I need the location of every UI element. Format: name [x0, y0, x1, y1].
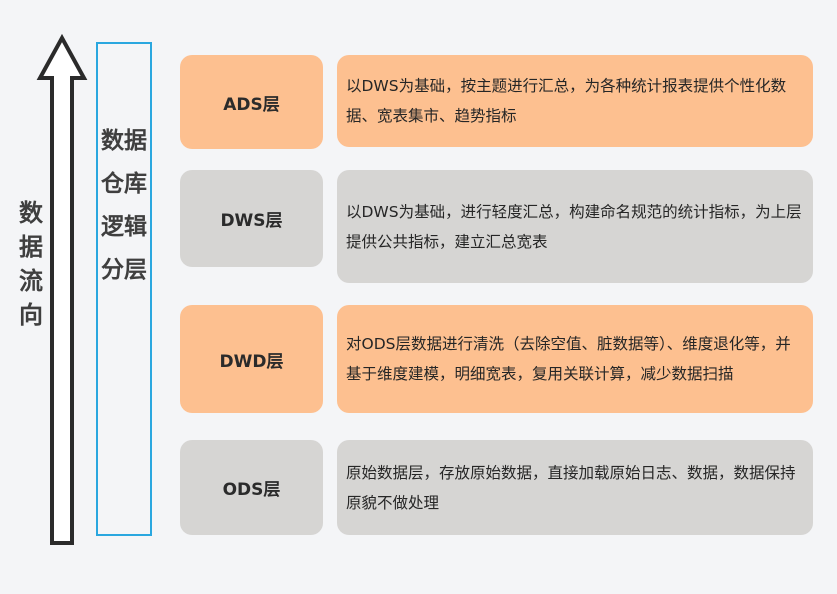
- layer-description-dws: 以DWS为基础，进行轻度汇总，构建命名规范的统计指标，为上层提供公共指标，建立汇…: [337, 170, 813, 283]
- warehouse-layers-label: 数据仓库逻辑分层: [101, 128, 147, 283]
- layer-name-dwd: DWD层: [180, 305, 323, 413]
- layer-description-ads: 以DWS为基础，按主题进行汇总，为各种统计报表提供个性化数据、宽表集市、趋势指标: [337, 55, 813, 147]
- layer-description-dwd: 对ODS层数据进行清洗（去除空值、脏数据等）、维度退化等，并基于维度建模，明细宽…: [337, 305, 813, 413]
- layer-name-ods: ODS层: [180, 440, 323, 535]
- layer-name-ads: ADS层: [180, 55, 323, 149]
- layer-description-ods: 原始数据层，存放原始数据，直接加载原始日志、数据，数据保持原貌不做处理: [337, 440, 813, 535]
- up-arrow-icon: [36, 34, 88, 545]
- data-flow-label: 数据流向: [19, 199, 43, 329]
- warehouse-layers-frame: 数据仓库逻辑分层: [96, 42, 152, 536]
- layer-name-dws: DWS层: [180, 170, 323, 267]
